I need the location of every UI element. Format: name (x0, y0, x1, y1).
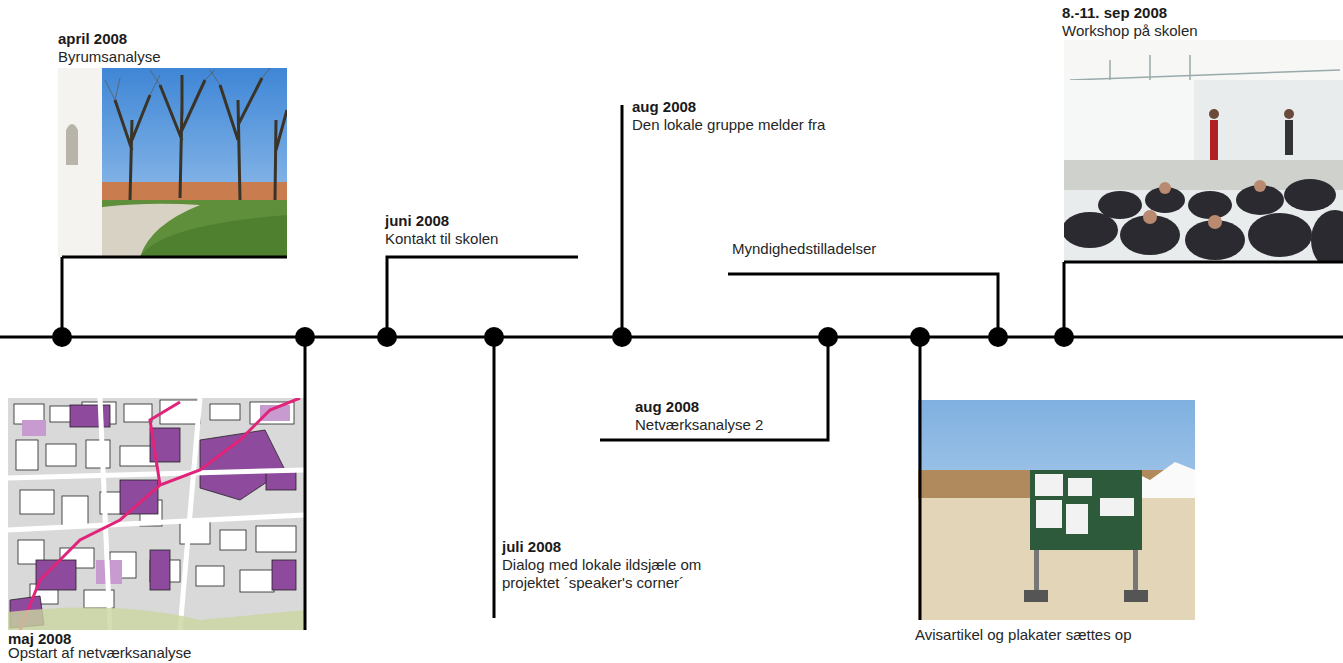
date-label: aug 2008 (632, 98, 696, 116)
event-label: Opstart af netværksanalyse (8, 644, 191, 662)
timeline-dots (52, 327, 1074, 347)
leader-lines (0, 105, 1343, 630)
date-label: 8.-11. sep 2008 (1062, 4, 1167, 22)
date-label: juli 2008 (502, 538, 561, 556)
church-photo (58, 68, 287, 257)
event-label: Byrumsanalyse (58, 48, 161, 66)
board-photo (918, 400, 1195, 620)
leader-line (62, 256, 287, 259)
event-label: Netværksanalyse 2 (635, 416, 763, 434)
event-label: Den lokale gruppe melder fra (632, 116, 825, 134)
network-map (8, 398, 305, 630)
event-label: Myndighedstilladelser (732, 240, 876, 258)
event-label: Kontakt til skolen (385, 230, 498, 248)
event-label: Avisartikel og plakater sættes op (915, 626, 1132, 644)
workshop-photo (1064, 40, 1343, 262)
date-label: april 2008 (58, 30, 127, 48)
event-label: Workshop på skolen (1062, 22, 1198, 40)
date-label: juni 2008 (385, 212, 449, 230)
event-label: Dialog med lokale ildsjæle om projektet … (502, 556, 752, 592)
date-label: aug 2008 (635, 398, 699, 416)
